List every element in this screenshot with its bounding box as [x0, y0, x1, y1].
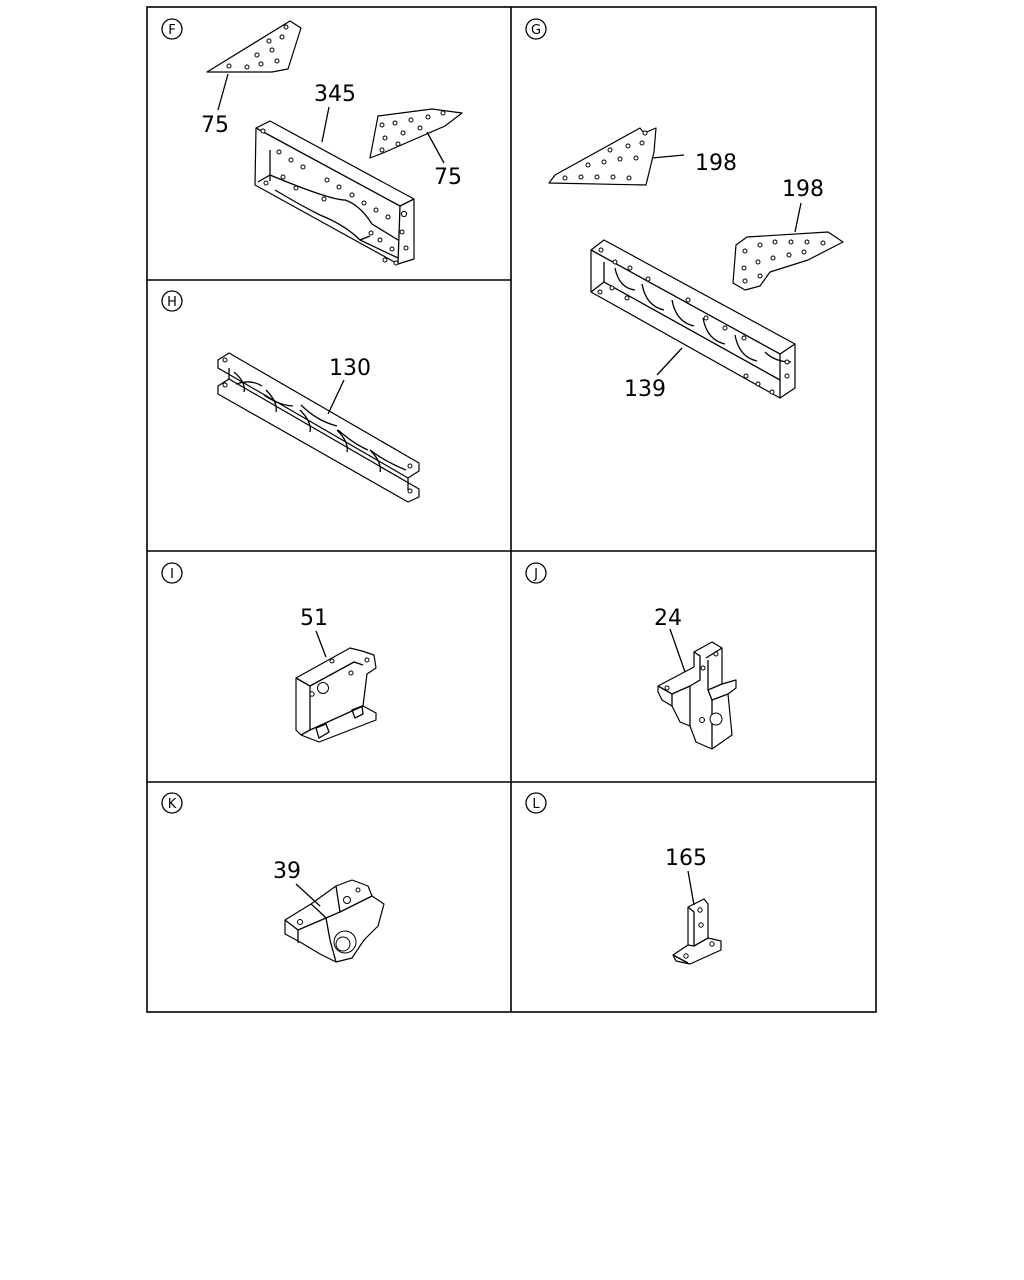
svg-text:130: 130: [329, 356, 371, 381]
bracket-24: [657, 641, 737, 750]
callout-39: 39: [273, 859, 321, 907]
svg-text:139: 139: [624, 377, 666, 402]
section-f: F: [161, 18, 463, 266]
gusset-plate-198-lower: [732, 231, 844, 291]
crossmember-130: [217, 352, 420, 503]
section-i-marker: I: [161, 562, 183, 584]
svg-text:I: I: [170, 567, 174, 582]
svg-text:H: H: [167, 295, 177, 310]
gusset-plate-75-left: [206, 20, 302, 73]
section-k-marker: K: [161, 792, 183, 814]
svg-text:K: K: [168, 797, 177, 812]
section-l: L 165: [525, 792, 722, 965]
svg-text:24: 24: [654, 606, 682, 631]
bracket-165: [672, 898, 722, 965]
bracket-39: [284, 879, 385, 963]
section-k: K 39: [161, 792, 385, 963]
svg-text:51: 51: [300, 606, 328, 631]
callout-345: 345: [314, 82, 356, 143]
section-i: I 51: [161, 562, 377, 743]
callout-165: 165: [665, 846, 707, 906]
svg-text:198: 198: [782, 177, 824, 202]
section-h: H 130: [161, 290, 420, 503]
svg-text:165: 165: [665, 846, 707, 871]
callout-130: 130: [327, 356, 371, 415]
section-j-marker: J: [525, 562, 547, 584]
crossmember-345: [254, 120, 415, 266]
section-j: J 24: [525, 562, 737, 750]
section-h-marker: H: [161, 290, 183, 312]
callout-75-left: 75: [201, 73, 229, 138]
svg-text:75: 75: [201, 113, 229, 138]
svg-text:G: G: [531, 23, 541, 38]
section-g: G: [525, 18, 844, 402]
callout-24: 24: [654, 606, 686, 673]
section-g-marker: G: [525, 18, 547, 40]
callout-75-right: 75: [426, 131, 462, 190]
svg-text:J: J: [533, 567, 538, 582]
gusset-plate-75-right: [369, 108, 463, 159]
svg-text:F: F: [168, 23, 175, 38]
svg-text:L: L: [532, 797, 540, 812]
callout-198-lower: 198: [782, 177, 824, 233]
diagram-frame: [146, 6, 877, 1013]
callout-198-upper: 198: [651, 151, 737, 176]
svg-text:75: 75: [434, 165, 462, 190]
svg-text:345: 345: [314, 82, 356, 107]
callout-139: 139: [624, 347, 683, 402]
gusset-plate-198-upper: [548, 127, 657, 186]
crossmember-139: [590, 239, 796, 399]
bracket-51: [295, 647, 377, 743]
section-f-marker: F: [161, 18, 183, 40]
callout-51: 51: [300, 606, 328, 658]
svg-text:39: 39: [273, 859, 301, 884]
section-l-marker: L: [525, 792, 547, 814]
svg-text:198: 198: [695, 151, 737, 176]
